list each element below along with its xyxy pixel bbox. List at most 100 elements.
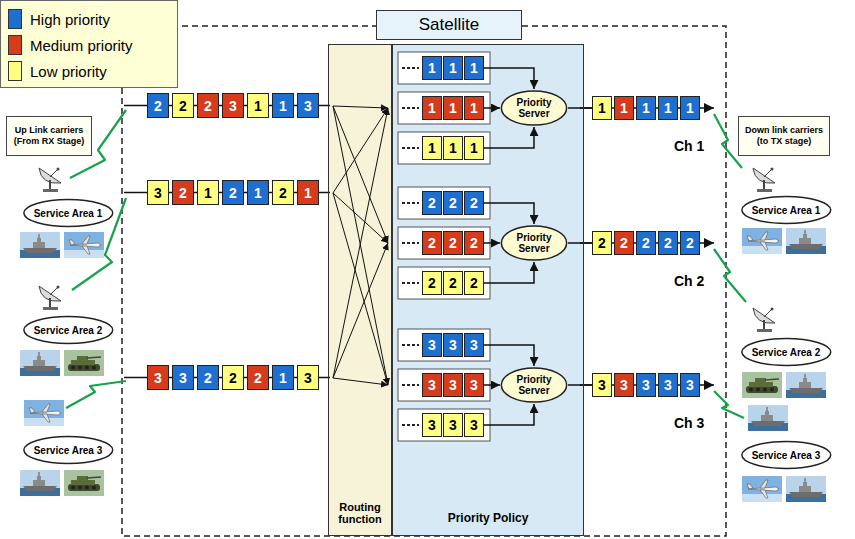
packet-box: 2 [636,231,656,255]
node-text: 2 [428,195,436,211]
packet-box: 3 [443,333,463,357]
routing-arrows [333,106,388,385]
node-text: 2 [154,98,162,114]
node-text: Satellite [419,15,479,35]
node-text: 3 [449,377,457,393]
node-text: 2 [642,235,650,251]
packet-box: 3 [147,180,169,205]
packet-box: 2 [464,191,484,215]
packet-box: 3 [464,373,484,397]
packet-box: 1 [464,56,484,80]
plane-icon [742,228,782,254]
flow-arrow [568,242,592,244]
flow-arrow [484,107,500,109]
node-text: 3 [449,337,457,353]
dish-icon [753,168,775,193]
node-text: 1 [428,100,436,116]
node-text: 1 [254,98,262,114]
routing-ground [328,44,392,536]
packet-box: 1 [272,365,294,390]
flow-arrow [484,68,534,89]
flow-arrow [484,127,534,148]
node-text: Service Area 3 [752,450,821,461]
packet-box: 1 [422,56,442,80]
packet-box: 3 [222,93,244,118]
packet-box: 3 [422,333,442,357]
radio-links [66,110,746,418]
service-area-ellipse: Service Area 3 [740,440,833,470]
node-text: Priority Server [510,374,558,397]
packet-box: 2 [443,231,463,255]
ship-icon [748,405,788,431]
flow-arrow [568,384,592,386]
packet-box: 1 [443,56,463,80]
satellite-box: Satellite [376,10,522,40]
flow-arrow [484,384,500,386]
ellipse-shape [501,91,566,125]
node-text: 1 [470,60,478,76]
dish-icon [39,286,61,311]
channel-label: Ch 2 [674,273,704,289]
packet-box: 2 [222,365,244,390]
packet-box: 2 [680,231,700,255]
policy-ground [392,44,584,536]
node-text: 2 [664,235,672,251]
packet-box: 1 [592,96,612,120]
carrier-box: Down link carriers (to TX stage) [738,116,830,156]
node-text: 3 [428,417,436,433]
packet-box: 1 [636,96,656,120]
packet-box: 3 [464,413,484,437]
packet-box: 2 [422,231,442,255]
packet-box: 3 [422,413,442,437]
legend-swatch [8,9,22,29]
tank-icon [64,350,104,376]
service-area-ellipse: Service Area 2 [22,315,115,345]
node-text: Routing function [332,501,388,525]
legend-row: Medium priority [8,32,170,58]
packet-box: 2 [422,191,442,215]
legend-box: High priorityMedium priorityLow priority [0,0,178,88]
node-text: 2 [428,275,436,291]
node-text: 2 [620,235,628,251]
ellipse-shape [24,437,113,464]
node-text: Down link carriers (to TX stage) [742,125,826,147]
flow-arrow [484,242,500,244]
ship-icon [20,232,60,258]
packet-box: 2 [464,231,484,255]
node-text: 3 [229,98,237,114]
packet-box: 2 [172,93,194,118]
packet-box: 2 [614,231,634,255]
terminal-icons [20,168,826,503]
plane-icon [742,476,782,502]
queue-boxes [398,52,490,441]
packet-box: 3 [147,365,169,390]
dish-icon [39,168,61,193]
packet-box: 2 [272,180,294,205]
packet-box: 3 [422,373,442,397]
node-text: 1 [449,140,457,156]
packet-box: 1 [464,136,484,160]
node-text: Up Link carriers (From RX Stage) [10,125,88,147]
flow-arrow [484,345,534,366]
node-text: 1 [449,60,457,76]
packet-box: 2 [422,271,442,295]
packet-box: 2 [658,231,678,255]
node-text: Priority Policy [448,511,529,525]
node-text: 3 [470,377,478,393]
node-text: 3 [470,417,478,433]
ellipse-shape [742,442,831,469]
packet-box: 1 [464,96,484,120]
node-text: 1 [449,100,457,116]
packet-box: 2 [464,271,484,295]
packet-box: 1 [422,136,442,160]
packet-box: 3 [443,413,463,437]
node-text: 2 [470,195,478,211]
packet-box: 1 [422,96,442,120]
packet-box: 3 [658,373,678,397]
node-text: Service Area 3 [34,445,103,456]
packet-box: 2 [147,93,169,118]
node-text: 2 [229,185,237,201]
satellite-boundary [122,26,726,536]
node-text: 2 [179,98,187,114]
